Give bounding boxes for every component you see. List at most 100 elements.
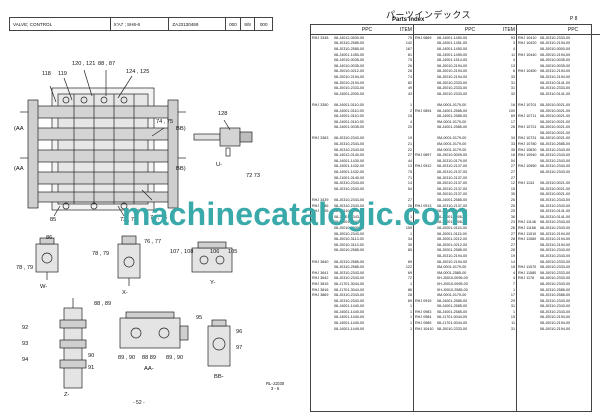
cell-ppc: 08-J4001-1450-00	[334, 52, 365, 57]
callout-96: 96	[236, 329, 243, 335]
cell-item: 35	[510, 147, 515, 152]
cell-ppc: 08-J0010-2194-00	[437, 69, 468, 74]
cell-model: RHJ 11570	[518, 265, 537, 270]
view-u-component	[193, 119, 253, 157]
cell-item: 16	[510, 102, 515, 107]
cell-model: RHJ 0913	[415, 203, 432, 208]
exploded-diagram: 120 , 121 88 , 87 124 , 125 118 119 74 ,…	[14, 40, 290, 402]
cell-ppc: 08-J0310-2343-00	[540, 220, 571, 225]
cell-ppc: 08-J4001-0035-00	[334, 125, 365, 130]
cell-item: 32	[510, 91, 515, 96]
cell-ppc: 08-J0310-0179-00	[437, 158, 468, 163]
cell-model: RHJ 3586	[312, 203, 329, 208]
header-ppc: PPC	[567, 26, 579, 33]
header-cell-5: 8/8	[241, 18, 256, 30]
view-z-component	[59, 298, 87, 389]
cell-ppc: 08-J0010-0021-00	[540, 136, 571, 141]
header-item: ITEM	[503, 26, 515, 33]
cell-ppc: 08-J4001-2585-00	[437, 298, 468, 303]
cell-ppc: 08-J0310-2343-00	[540, 164, 571, 169]
cell-item: 4	[512, 58, 515, 63]
cell-ppc: 08-J4001-2585-00	[437, 198, 468, 203]
cell-item: 19	[510, 253, 515, 258]
cell-model: RHJ 10450	[518, 69, 537, 74]
header-drawing-no: ZAJ3130469	[169, 18, 227, 30]
cell-item: 26	[510, 198, 515, 203]
table-row: 08-J0010-2194-007	[517, 326, 600, 332]
cell-ppc: 08-J4001-2585-00	[437, 304, 468, 309]
callout-92: 92	[22, 325, 29, 331]
cell-ppc: 08-J0010-2194-00	[334, 80, 365, 85]
cell-model: RHJ 0983	[415, 309, 432, 314]
cell-model: RHJ 0894	[415, 108, 432, 113]
cell-item: 31	[510, 304, 515, 309]
cell-ppc: 08-J0310-2343-00	[540, 298, 571, 303]
cell-item: 44	[407, 158, 412, 163]
callout-78-79-x: 78 , 79	[92, 251, 110, 257]
cell-ppc: 08-J0310-2194-00	[540, 69, 571, 74]
cell-item: 27	[510, 164, 515, 169]
cell-ppc: 08-J0010-0021-00	[540, 125, 571, 130]
cell-ppc: 08-J4001-2585-00	[437, 309, 468, 314]
cell-ppc: 08-J0010-2137-00	[437, 181, 468, 186]
cell-ppc: 08-J0010-2333-00	[437, 326, 468, 331]
cell-ppc: 08-J4001-1451-00	[437, 41, 468, 46]
cell-ppc: 08-J0310-2343-00	[334, 298, 365, 303]
cell-item: 17	[510, 119, 515, 124]
cell-item: 69	[407, 259, 412, 264]
cell-model: RHJ 3350	[312, 102, 329, 107]
cell-item: 27	[510, 170, 515, 175]
cell-ppc: 08-J1701-0044-00	[437, 321, 468, 326]
cell-ppc: 08-J0010-2585-00	[334, 248, 365, 253]
cell-ppc: 08-J0310-2343-00	[334, 136, 365, 141]
view-label-aa-2: (AA	[14, 166, 24, 172]
cell-model: RHJ 3641	[312, 270, 329, 275]
cell-model: RHJ 10780	[518, 142, 537, 147]
table-row: 08-J0010-0035-006	[517, 57, 600, 63]
cell-ppc: 08-J4001-0110-00	[334, 119, 364, 124]
cell-ppc: 08-J0310-0021-00	[540, 181, 571, 186]
cell-item: 20	[407, 125, 412, 130]
cell-item: 2	[409, 108, 412, 113]
cell-item: 26	[510, 225, 515, 230]
cell-ppc: 08-J0310-2343-00	[540, 309, 571, 314]
cell-item: 1	[409, 315, 412, 320]
header-model	[517, 25, 539, 34]
table-row: 08-J0010-0021-0035	[517, 108, 600, 114]
cell-ppc: 08-J0010-0035-00	[540, 63, 571, 68]
table-row: 08-J0010-2194-005	[517, 315, 600, 321]
cell-item: 31	[510, 326, 515, 331]
cell-item: 27	[510, 242, 515, 247]
cell-ppc: 08-J0310-2194-00	[540, 74, 571, 79]
cell-model: RHJ 11146	[518, 220, 536, 225]
cell-ppc: 08-J4001-2343-00	[334, 214, 365, 219]
cell-ppc: 08-J4001-1430-00	[334, 158, 365, 163]
cell-item: 1	[409, 321, 412, 326]
cell-ppc: 08-J0010-2194-00	[437, 259, 468, 264]
